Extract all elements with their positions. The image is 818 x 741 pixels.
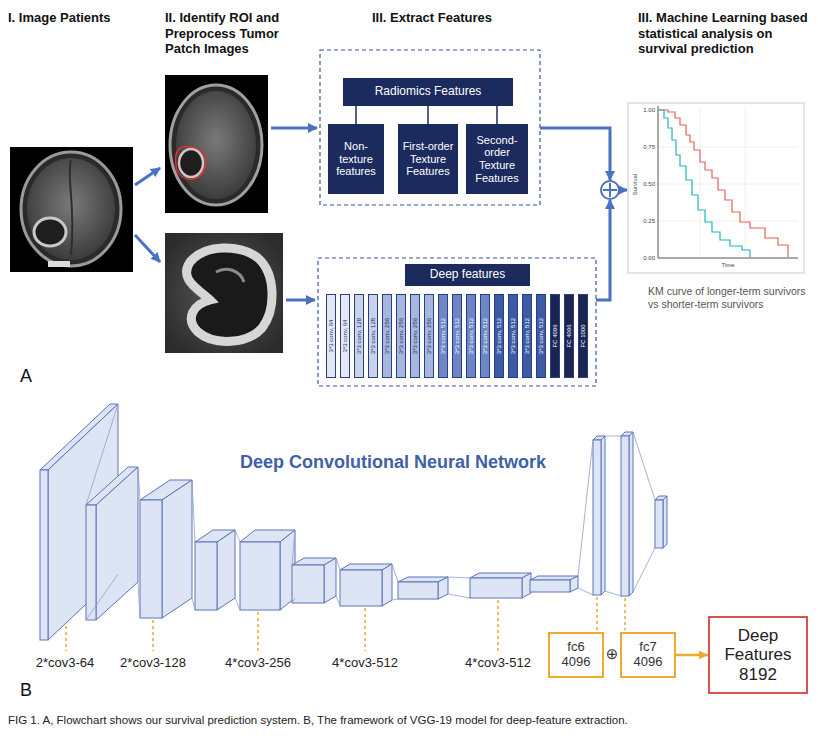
group-header-box: Deep features	[405, 264, 530, 286]
vgg-layer-bar: 3*3 conv, 256	[396, 294, 406, 378]
layer-group-label: 4*cov3-512	[453, 655, 543, 671]
node-label: 3*3 conv, 64	[328, 320, 335, 353]
node-label: 3*3 conv, 512	[482, 318, 489, 354]
feature-map-slabs	[40, 404, 667, 640]
vgg-layer-bar: 3*3 conv, 512	[452, 294, 462, 378]
vgg-layer-bar: 3*3 conv, 512	[522, 294, 532, 378]
dashed-group	[318, 258, 596, 386]
node-label: First-order Texture Features	[401, 140, 455, 178]
node-label: 3*3 conv, 512	[538, 318, 545, 354]
vgg-layer-bar: FC 1000	[578, 294, 588, 378]
node-label: fc6 4096	[553, 640, 599, 670]
vgg-layer-bar: 3*3 conv, 512	[438, 294, 448, 378]
node-label: 3*3 conv, 512	[468, 318, 475, 354]
axis-tick: 0.75	[642, 144, 655, 151]
tumor-patch-image	[165, 233, 283, 353]
vgg-layer-bar: 3*3 conv, 128	[368, 294, 378, 378]
plot-caption: KM curve of longer-term survivors vs sho…	[648, 285, 806, 310]
step-heading: I. Image Patients	[8, 10, 158, 26]
vgg-layer-bar: 3*3 conv, 512	[466, 294, 476, 378]
layer-group-label: 4*cov3-256	[213, 655, 303, 671]
layer-group-label: 2*cov3-128	[108, 655, 198, 671]
node-label: fc7 4096	[625, 640, 671, 670]
tree-connector	[427, 106, 429, 124]
mri-image	[10, 147, 133, 272]
node-label: FC 4096	[552, 324, 559, 347]
node-label: 3*3 conv, 512	[524, 318, 531, 354]
vgg-layer-bar: 3*3 conv, 512	[494, 294, 504, 378]
node-label: Second-order Texture Features	[469, 134, 525, 185]
slab-links	[86, 404, 655, 620]
dashed-group	[320, 50, 540, 205]
panel-letter: B	[20, 680, 44, 702]
vgg-layer-bar: FC 4096	[550, 294, 560, 378]
node-label: 3*3 conv, 512	[440, 318, 447, 354]
vgg-layer-bar: 3*3 conv, 512	[536, 294, 546, 378]
step-heading: III. Extract Features	[372, 10, 572, 26]
node-label: FC 4096	[566, 324, 573, 347]
vgg-layer-bar: 3*3 conv, 512	[480, 294, 490, 378]
node-label: 3*3 conv, 128	[370, 318, 377, 354]
node-label: FC 1000	[580, 324, 587, 347]
node-label: 3*3 conv, 256	[426, 318, 433, 354]
vgg-layer-bar: 3*3 conv, 256	[410, 294, 420, 378]
feature-box: Non-texture features	[328, 124, 384, 194]
concat-circle	[601, 181, 619, 199]
figure-caption: FIG 1. A, Flowchart shows our survival p…	[8, 714, 813, 728]
axis-tick: 0.50	[642, 181, 655, 188]
node-label: Deep features	[430, 268, 505, 282]
vgg-layer-bar: FC 4096	[564, 294, 574, 378]
concat-symbol: ⊕	[604, 645, 620, 663]
axis-title: Time	[708, 262, 748, 269]
node-label: 3*3 conv, 256	[398, 318, 405, 354]
leader-lines	[66, 597, 625, 651]
node-label: 3*3 conv, 256	[384, 318, 391, 354]
mri-roi-image	[165, 75, 268, 213]
vgg-layer-bar: 3*3 conv, 64	[326, 294, 336, 378]
step-heading: III. Machine Learning based statistical …	[638, 10, 814, 57]
panel-letter: A	[20, 366, 44, 388]
km-plot	[628, 103, 804, 273]
axis-title: Survival	[632, 165, 639, 205]
axis-tick: 0.00	[642, 255, 655, 262]
vgg-layer-bar: 3*3 conv, 512	[508, 294, 518, 378]
node-label: 3*3 conv, 128	[356, 318, 363, 354]
feature-box: Second-order Texture Features	[466, 124, 528, 194]
node-label: 3*3 conv, 512	[454, 318, 461, 354]
layer-group-label: 2*cov3-64	[20, 655, 110, 671]
feature-box: First-order Texture Features	[398, 124, 458, 194]
node-label: Deep Features 8192	[713, 626, 803, 685]
node-label: 3*3 conv, 64	[342, 320, 349, 353]
vgg-layer-bar: 3*3 conv, 256	[424, 294, 434, 378]
diagram-title: Deep Convolutional Neural Network	[240, 452, 560, 474]
node-label: 3*3 conv, 256	[412, 318, 419, 354]
vgg-layer-bar: 3*3 conv, 256	[382, 294, 392, 378]
layer-group-label: 4*cov3-512	[320, 655, 410, 671]
node-label: Non-texture features	[331, 140, 381, 178]
output-arrow	[676, 654, 708, 657]
fc-layer-box: fc6 4096	[548, 632, 604, 678]
node-label: Radiomics Features	[375, 85, 482, 99]
output-box: Deep Features 8192	[708, 616, 808, 694]
group-header-box: Radiomics Features	[343, 78, 513, 106]
node-label: 3*3 conv, 512	[510, 318, 517, 354]
vgg-layer-bar: 3*3 conv, 64	[340, 294, 350, 378]
fc-layer-box: fc7 4096	[620, 632, 676, 678]
step-heading: II. Identify ROI and Preprocess Tumor Pa…	[165, 10, 317, 57]
axis-tick: 0.25	[642, 218, 655, 225]
vgg-layer-bar: 3*3 conv, 128	[354, 294, 364, 378]
tree-connector	[355, 106, 357, 124]
node-label: 3*3 conv, 512	[496, 318, 503, 354]
axis-tick: 1.00	[642, 107, 655, 114]
tree-connector	[496, 106, 498, 124]
